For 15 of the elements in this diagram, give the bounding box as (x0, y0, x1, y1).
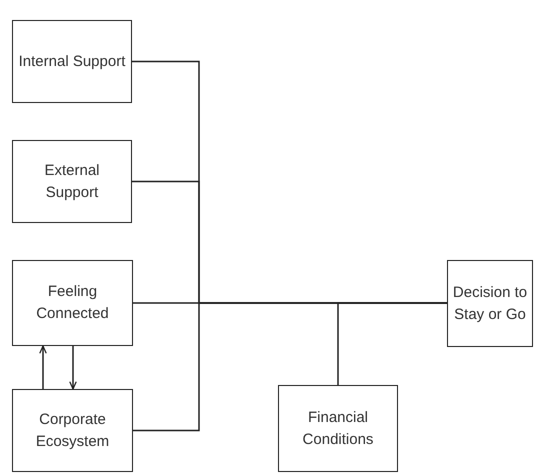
process-box (12, 389, 133, 472)
box-label: Decision to Stay or Go (452, 282, 528, 324)
process-box (12, 140, 132, 223)
arrow (69, 346, 77, 390)
process-box (447, 260, 533, 347)
connector-line (337, 302, 447, 385)
process-box (12, 20, 132, 103)
arrow (39, 345, 47, 389)
box-label: Corporate Ecosystem (34, 410, 110, 452)
box-label: Financial Conditions (302, 408, 374, 450)
box-label: External Support (43, 160, 101, 202)
process-box (278, 385, 398, 472)
process-box (12, 260, 133, 346)
box-label: Internal Support (18, 52, 126, 72)
box-label: Feeling Connected (35, 282, 110, 324)
